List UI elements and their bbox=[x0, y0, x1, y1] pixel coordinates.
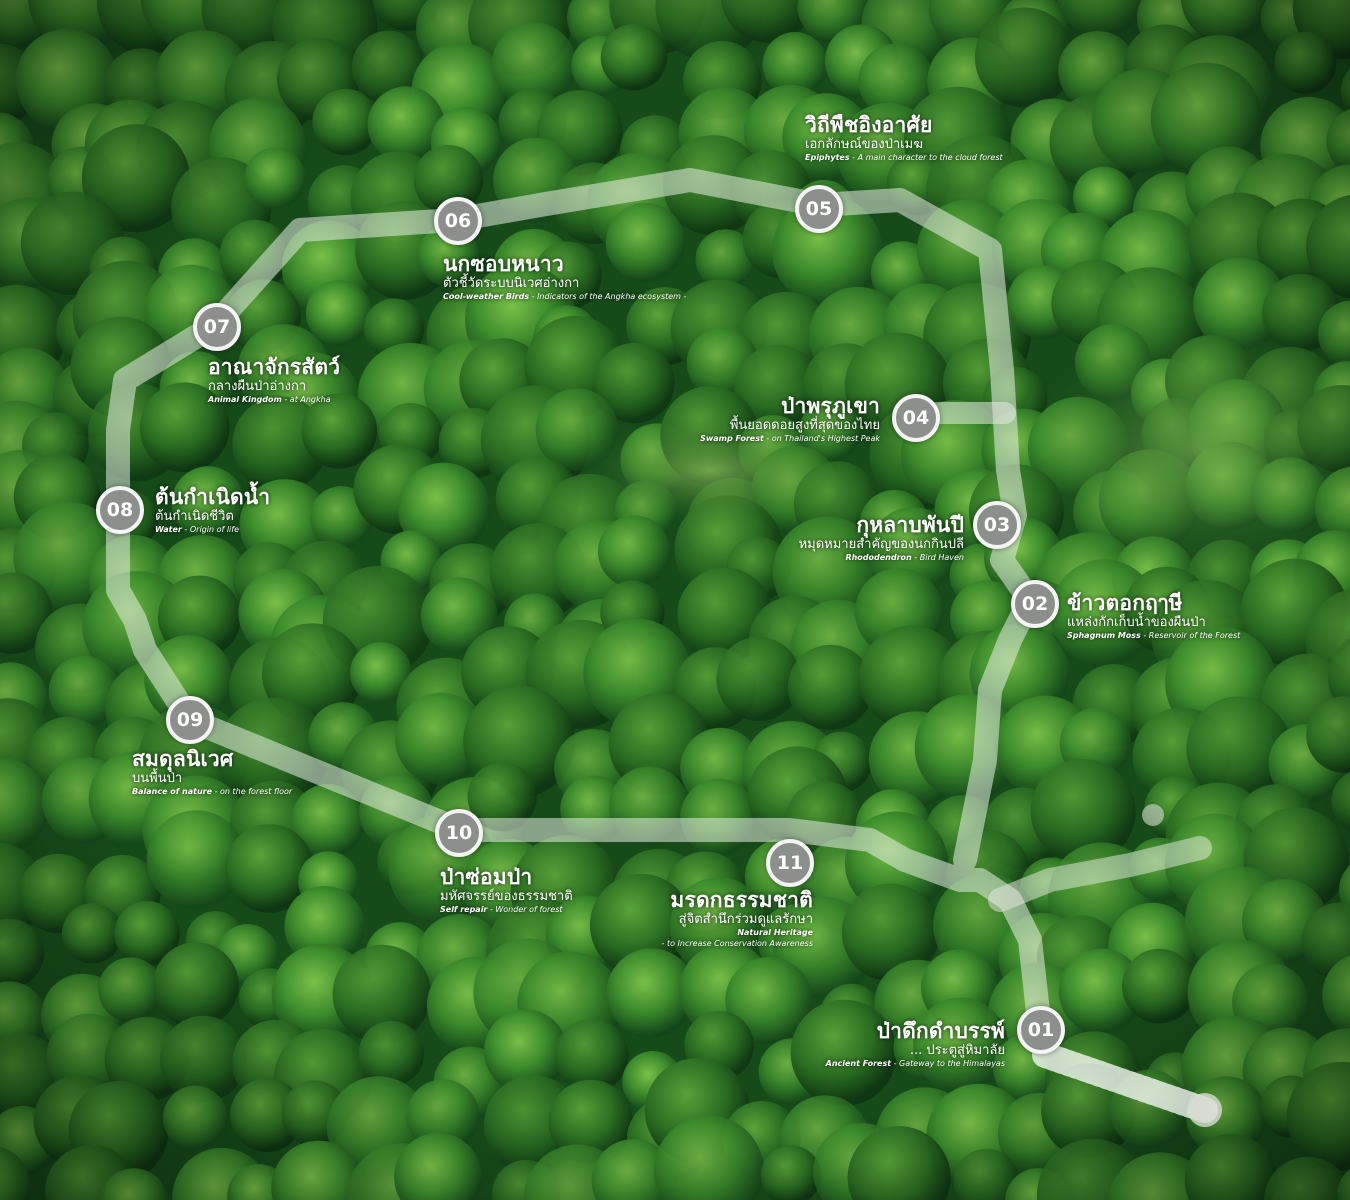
stop-title: อาณาจักรสัตว์ bbox=[208, 355, 341, 379]
stop-title: วิถีพืชอิงอาศัย bbox=[805, 113, 933, 137]
stop-title: ข้าวตอกฤๅษี bbox=[1067, 591, 1183, 615]
stop-label-07: อาณาจักรสัตว์ กลางผืนป่าอ่างกา Animal Ki… bbox=[208, 356, 340, 405]
stop-title: ป่าดึกดำบรรพ์ bbox=[876, 1019, 1005, 1043]
stop-caption-desc: - Bird Haven bbox=[914, 553, 964, 562]
stop-subtitle: แหล่งกักเก็บน้ำของผืนป่า bbox=[1067, 615, 1206, 630]
stop-caption-desc: - Indicators of the Angkha ecosystem - bbox=[531, 292, 687, 301]
stop-caption-name: Balance of nature bbox=[132, 787, 213, 796]
stop-subtitle: บนพื้นป่า bbox=[132, 771, 183, 786]
stop-marker-04[interactable]: 04 bbox=[892, 394, 940, 442]
stop-caption-name: Epiphytes bbox=[805, 153, 850, 162]
stop-title: ต้นกำเนิดน้ำ bbox=[155, 485, 271, 509]
stop-subtitle: ต้นกำเนิดชีวิต bbox=[155, 509, 234, 524]
stop-marker-05[interactable]: 05 bbox=[795, 185, 843, 233]
stop-marker-02[interactable]: 02 bbox=[1011, 580, 1059, 628]
stop-marker-09[interactable]: 09 bbox=[166, 696, 214, 744]
stop-title: สมดุลนิเวศ bbox=[132, 747, 234, 771]
stop-caption: Rhododendron - Bird Haven bbox=[799, 552, 964, 563]
stop-caption-desc: - on the forest floor bbox=[214, 787, 293, 796]
stop-label-05: วิถีพืชอิงอาศัย เอกลักษณ์ของป่าเมฆ Epiph… bbox=[805, 114, 1003, 163]
stop-title: ป่าพรุภูเขา bbox=[780, 394, 880, 418]
stop-caption-name: Animal Kingdom bbox=[208, 395, 282, 404]
stop-caption-name: Ancient Forest bbox=[825, 1059, 892, 1068]
stop-caption-desc: - on Thailand's Highest Peak bbox=[766, 434, 880, 443]
stop-caption-desc: - Wonder of forest bbox=[489, 905, 563, 914]
stop-caption-desc: - at Angkha bbox=[284, 395, 331, 404]
stop-caption: Sphagnum Moss - Reservoir of the Forest bbox=[1067, 630, 1240, 641]
stop-caption: Ancient Forest - Gateway to the Himalaya… bbox=[826, 1058, 1005, 1069]
stop-title: มรดกธรรมชาติ bbox=[670, 888, 813, 912]
stop-subtitle: ตัวชี้วัดระบบนิเวศอ่างกา bbox=[443, 276, 580, 291]
stop-caption-name: Natural Heritage bbox=[737, 928, 813, 937]
stop-caption-desc: - Reservoir of the Forest bbox=[1143, 631, 1241, 640]
stop-marker-08[interactable]: 08 bbox=[96, 486, 144, 534]
stop-label-11: มรดกธรรมชาติ สู่จิตสำนึกร่วมดูแลรักษา Na… bbox=[662, 889, 813, 949]
stop-caption-desc: - to Increase Conservation Awareness bbox=[661, 939, 813, 948]
stop-title: ป่าซ่อมป่า bbox=[440, 865, 533, 889]
stop-caption-name: Cool-weather Birds bbox=[443, 292, 530, 301]
stop-marker-01[interactable]: 01 bbox=[1017, 1006, 1065, 1054]
stop-caption: Epiphytes - A main character to the clou… bbox=[805, 152, 1003, 163]
stop-caption-name: Swamp Forest bbox=[700, 434, 764, 443]
branch-end-point bbox=[1142, 804, 1164, 826]
stop-caption-name: Rhododendron bbox=[845, 553, 912, 562]
stop-subtitle: หมุดหมายสำคัญของนกกินปลี bbox=[798, 537, 964, 552]
stop-title: กุหลาบพันปี bbox=[856, 513, 964, 537]
stop-label-09: สมดุลนิเวศ บนพื้นป่า Balance of nature -… bbox=[132, 748, 292, 797]
stop-subtitle: กลางผืนป่าอ่างกา bbox=[208, 379, 307, 394]
stop-subtitle: พื้นยอดดอยสูงที่สุดของไทย bbox=[729, 418, 880, 433]
stop-label-03: กุหลาบพันปี หมุดหมายสำคัญของนกกินปลี Rho… bbox=[799, 514, 964, 563]
stop-caption: Swamp Forest - on Thailand's Highest Pea… bbox=[700, 433, 880, 444]
stop-caption-desc: - Origin of life bbox=[184, 525, 240, 534]
stop-caption-desc: - Gateway to the Himalayas bbox=[893, 1059, 1005, 1068]
stop-label-10: ป่าซ่อมป่า มหัศจรรย์ของธรรมชาติ Self rep… bbox=[440, 866, 573, 915]
stop-subtitle: สู่จิตสำนึกร่วมดูแลรักษา bbox=[678, 912, 813, 927]
stop-marker-11[interactable]: 11 bbox=[766, 839, 814, 887]
stop-caption: Balance of nature - on the forest floor bbox=[132, 786, 292, 797]
stop-caption-desc: - A main character to the cloud forest bbox=[852, 153, 1003, 162]
stop-caption: Animal Kingdom - at Angkha bbox=[208, 394, 340, 405]
stop-marker-06[interactable]: 06 bbox=[434, 197, 482, 245]
stop-label-04: ป่าพรุภูเขา พื้นยอดดอยสูงที่สุดของไทย Sw… bbox=[700, 395, 880, 444]
entrance-point bbox=[1188, 1093, 1222, 1127]
stop-label-06: นกซอบหนาว ตัวชี้วัดระบบนิเวศอ่างกา Cool-… bbox=[443, 253, 686, 302]
entrance-steps bbox=[1032, 1042, 1218, 1123]
stop-subtitle: ... ประตูสู่หิมาลัย bbox=[909, 1043, 1005, 1058]
stop-caption-name: Water bbox=[155, 525, 182, 534]
stop-label-02: ข้าวตอกฤๅษี แหล่งกักเก็บน้ำของผืนป่า Sph… bbox=[1067, 592, 1240, 641]
stop-subtitle: เอกลักษณ์ของป่าเมฆ bbox=[805, 137, 923, 152]
branch-trail-east bbox=[988, 836, 1212, 912]
stop-subtitle: มหัศจรรย์ของธรรมชาติ bbox=[440, 889, 573, 904]
stop-caption: Self repair - Wonder of forest bbox=[440, 904, 573, 915]
stop-caption: Water - Origin of life bbox=[155, 524, 270, 535]
stop-label-01: ป่าดึกดำบรรพ์ ... ประตูสู่หิมาลัย Ancien… bbox=[826, 1020, 1005, 1069]
stop-caption-name: Sphagnum Moss bbox=[1067, 631, 1141, 640]
stop-marker-03[interactable]: 03 bbox=[973, 501, 1021, 549]
stop-caption-name: Self repair bbox=[440, 905, 488, 914]
stop-caption: Cool-weather Birds - Indicators of the A… bbox=[443, 291, 686, 302]
stop-label-08: ต้นกำเนิดน้ำ ต้นกำเนิดชีวิต Water - Orig… bbox=[155, 486, 270, 535]
stop-marker-07[interactable]: 07 bbox=[193, 303, 241, 351]
stop-title: นกซอบหนาว bbox=[443, 252, 564, 276]
stop-marker-10[interactable]: 10 bbox=[435, 809, 483, 857]
